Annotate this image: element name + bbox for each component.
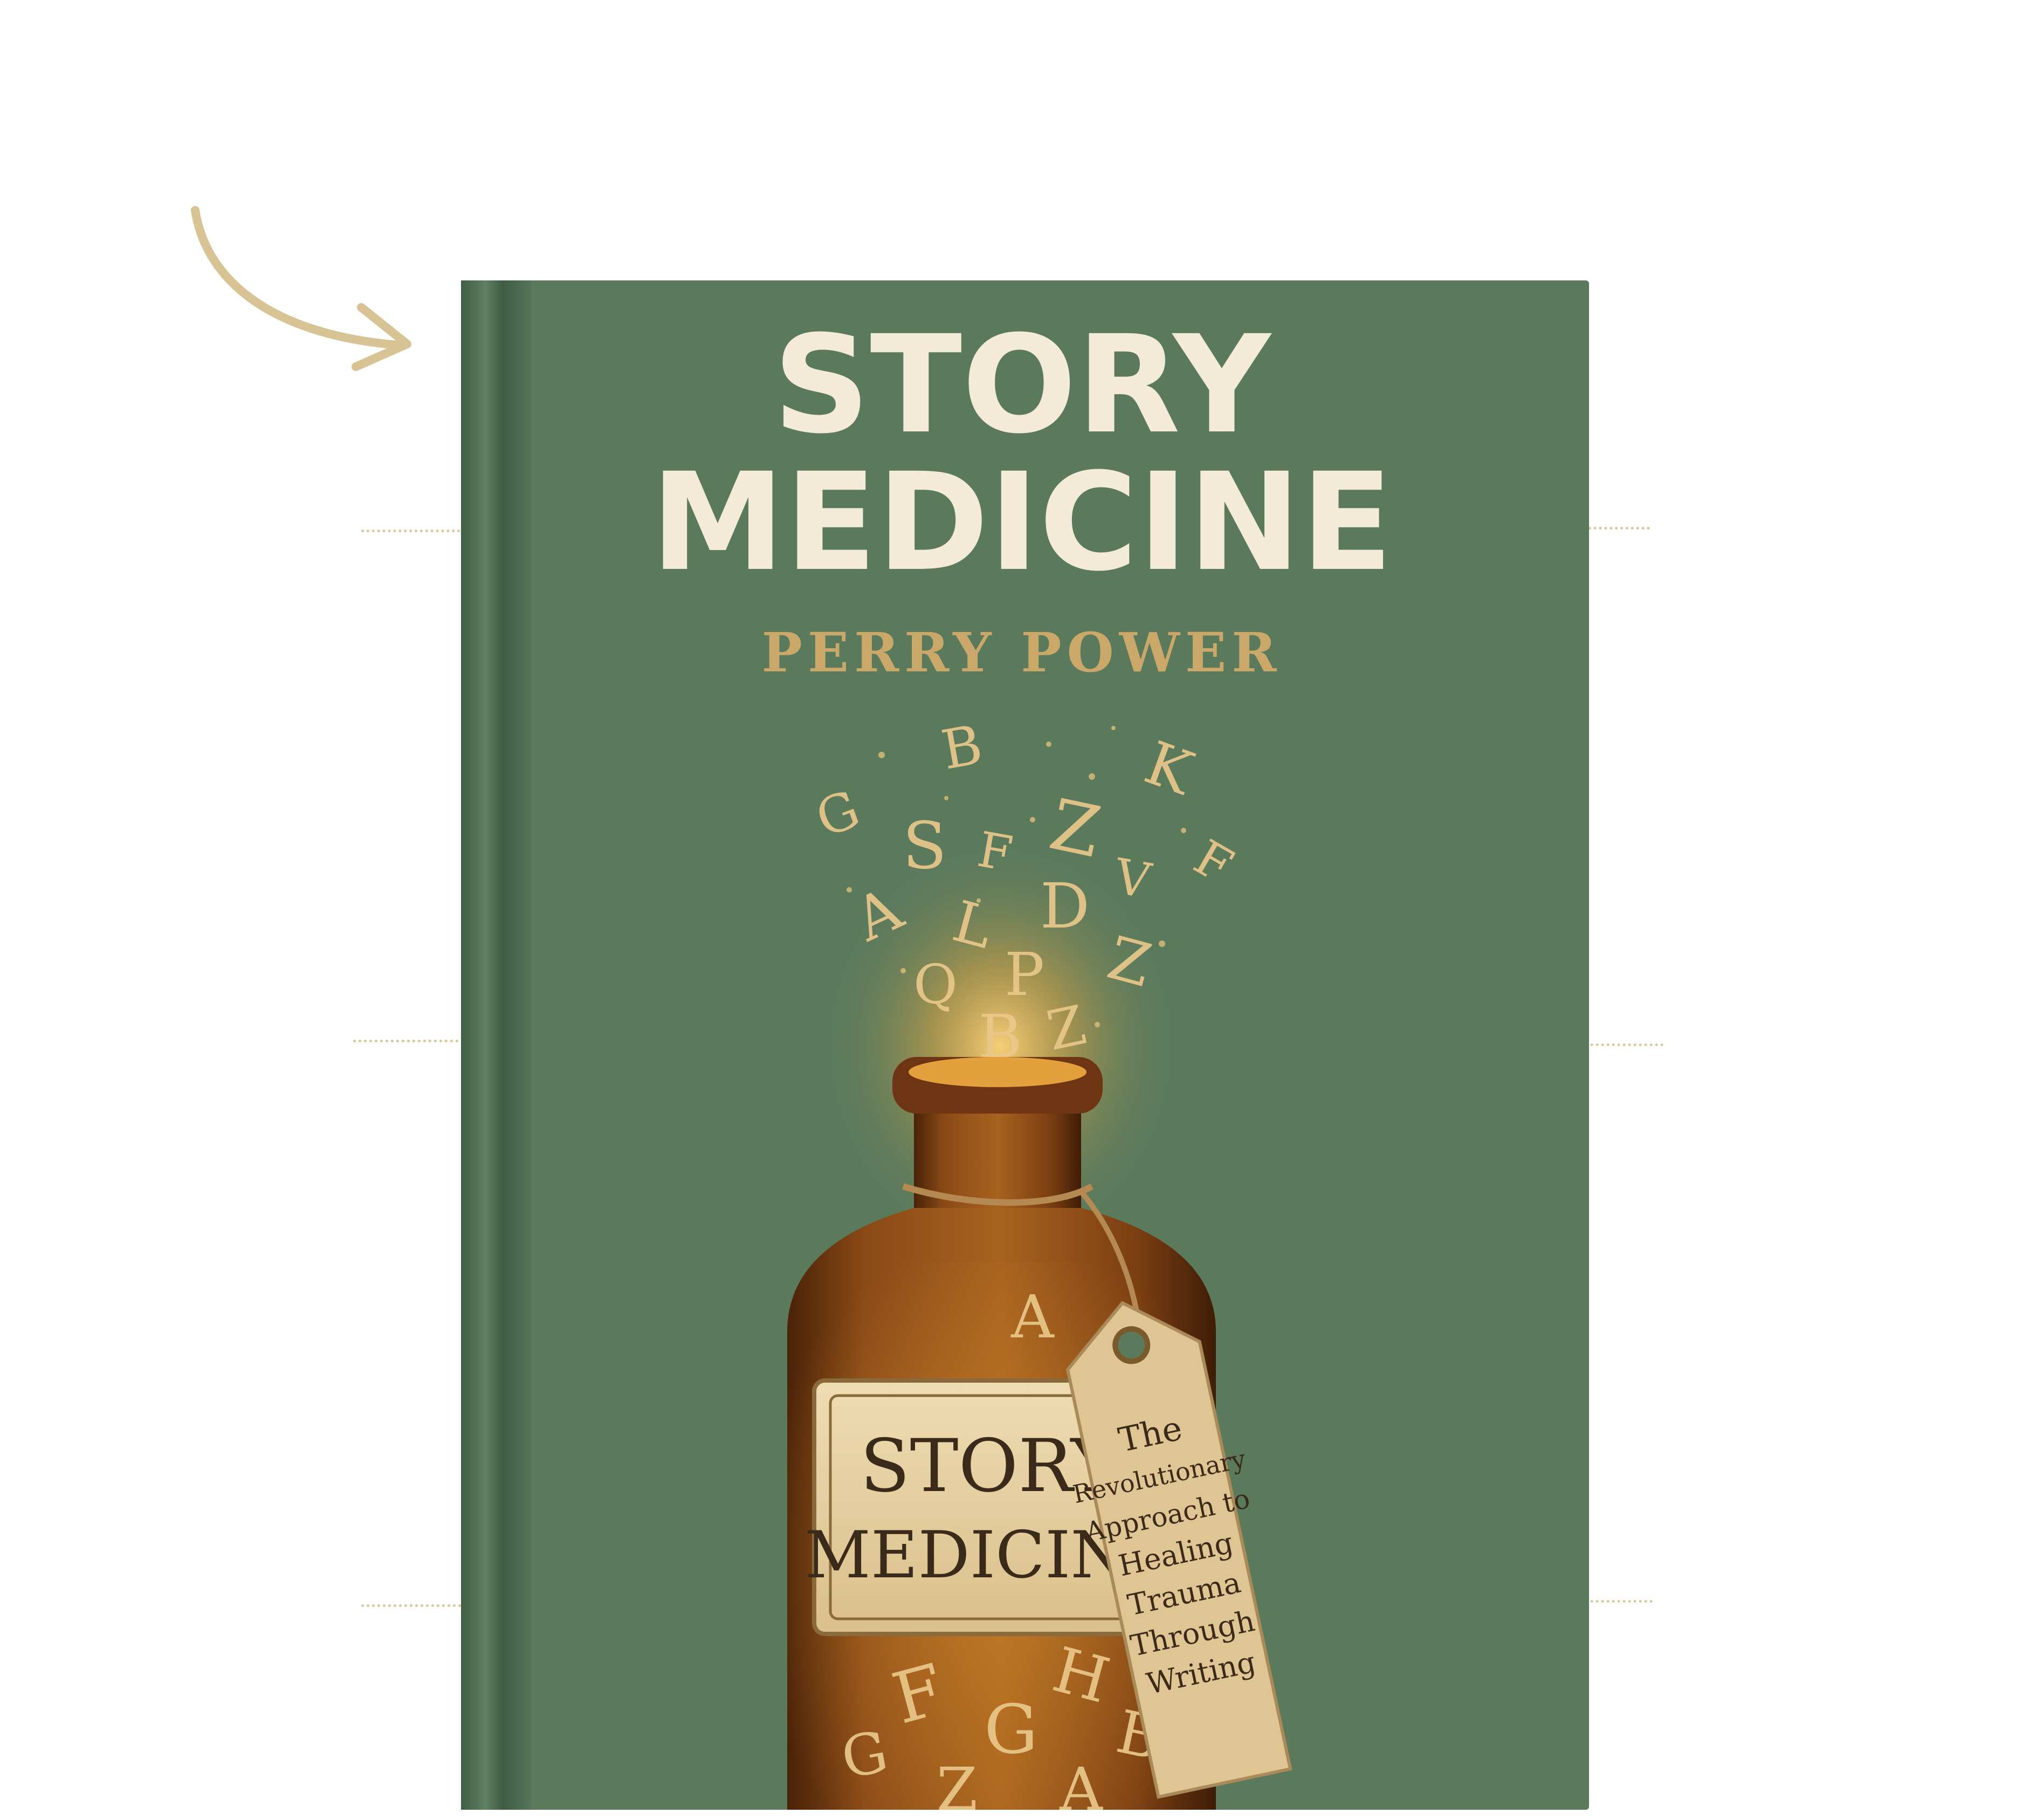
author-name: PERRY POWER [762,621,1282,684]
cover-title-line-2: MEDICINE [651,444,1393,601]
bottle-letter: G [984,1691,1038,1769]
floating-letter: P [1005,940,1044,1009]
hanging-tag: The Revolutionary Approach to Healing Tr… [1065,1301,1292,1799]
bottle-label-line-1: STORY [860,1424,1120,1508]
bottle-letter: A [1059,1755,1103,1810]
curved-arrow-icon [191,206,411,371]
floating-letters: G B K S F Z F A L D V Q P Z B Z [809,713,1242,1071]
book-spine [461,280,531,1810]
floating-letter: D [1040,870,1090,943]
cover-title-line-1: STORY [773,306,1273,463]
bottle-letter: A [1010,1282,1055,1351]
floating-letter: Q [913,953,958,1016]
floating-letter: S [903,809,947,884]
bottle-letter: Z [937,1755,978,1810]
book-cover: STORY MEDICINE PERRY POWER G B K S F Z F… [461,280,1589,1810]
guide-line-left-middle [353,1040,566,1042]
bottle-letter: G [837,1719,893,1791]
bottle-glow [822,841,1178,1251]
